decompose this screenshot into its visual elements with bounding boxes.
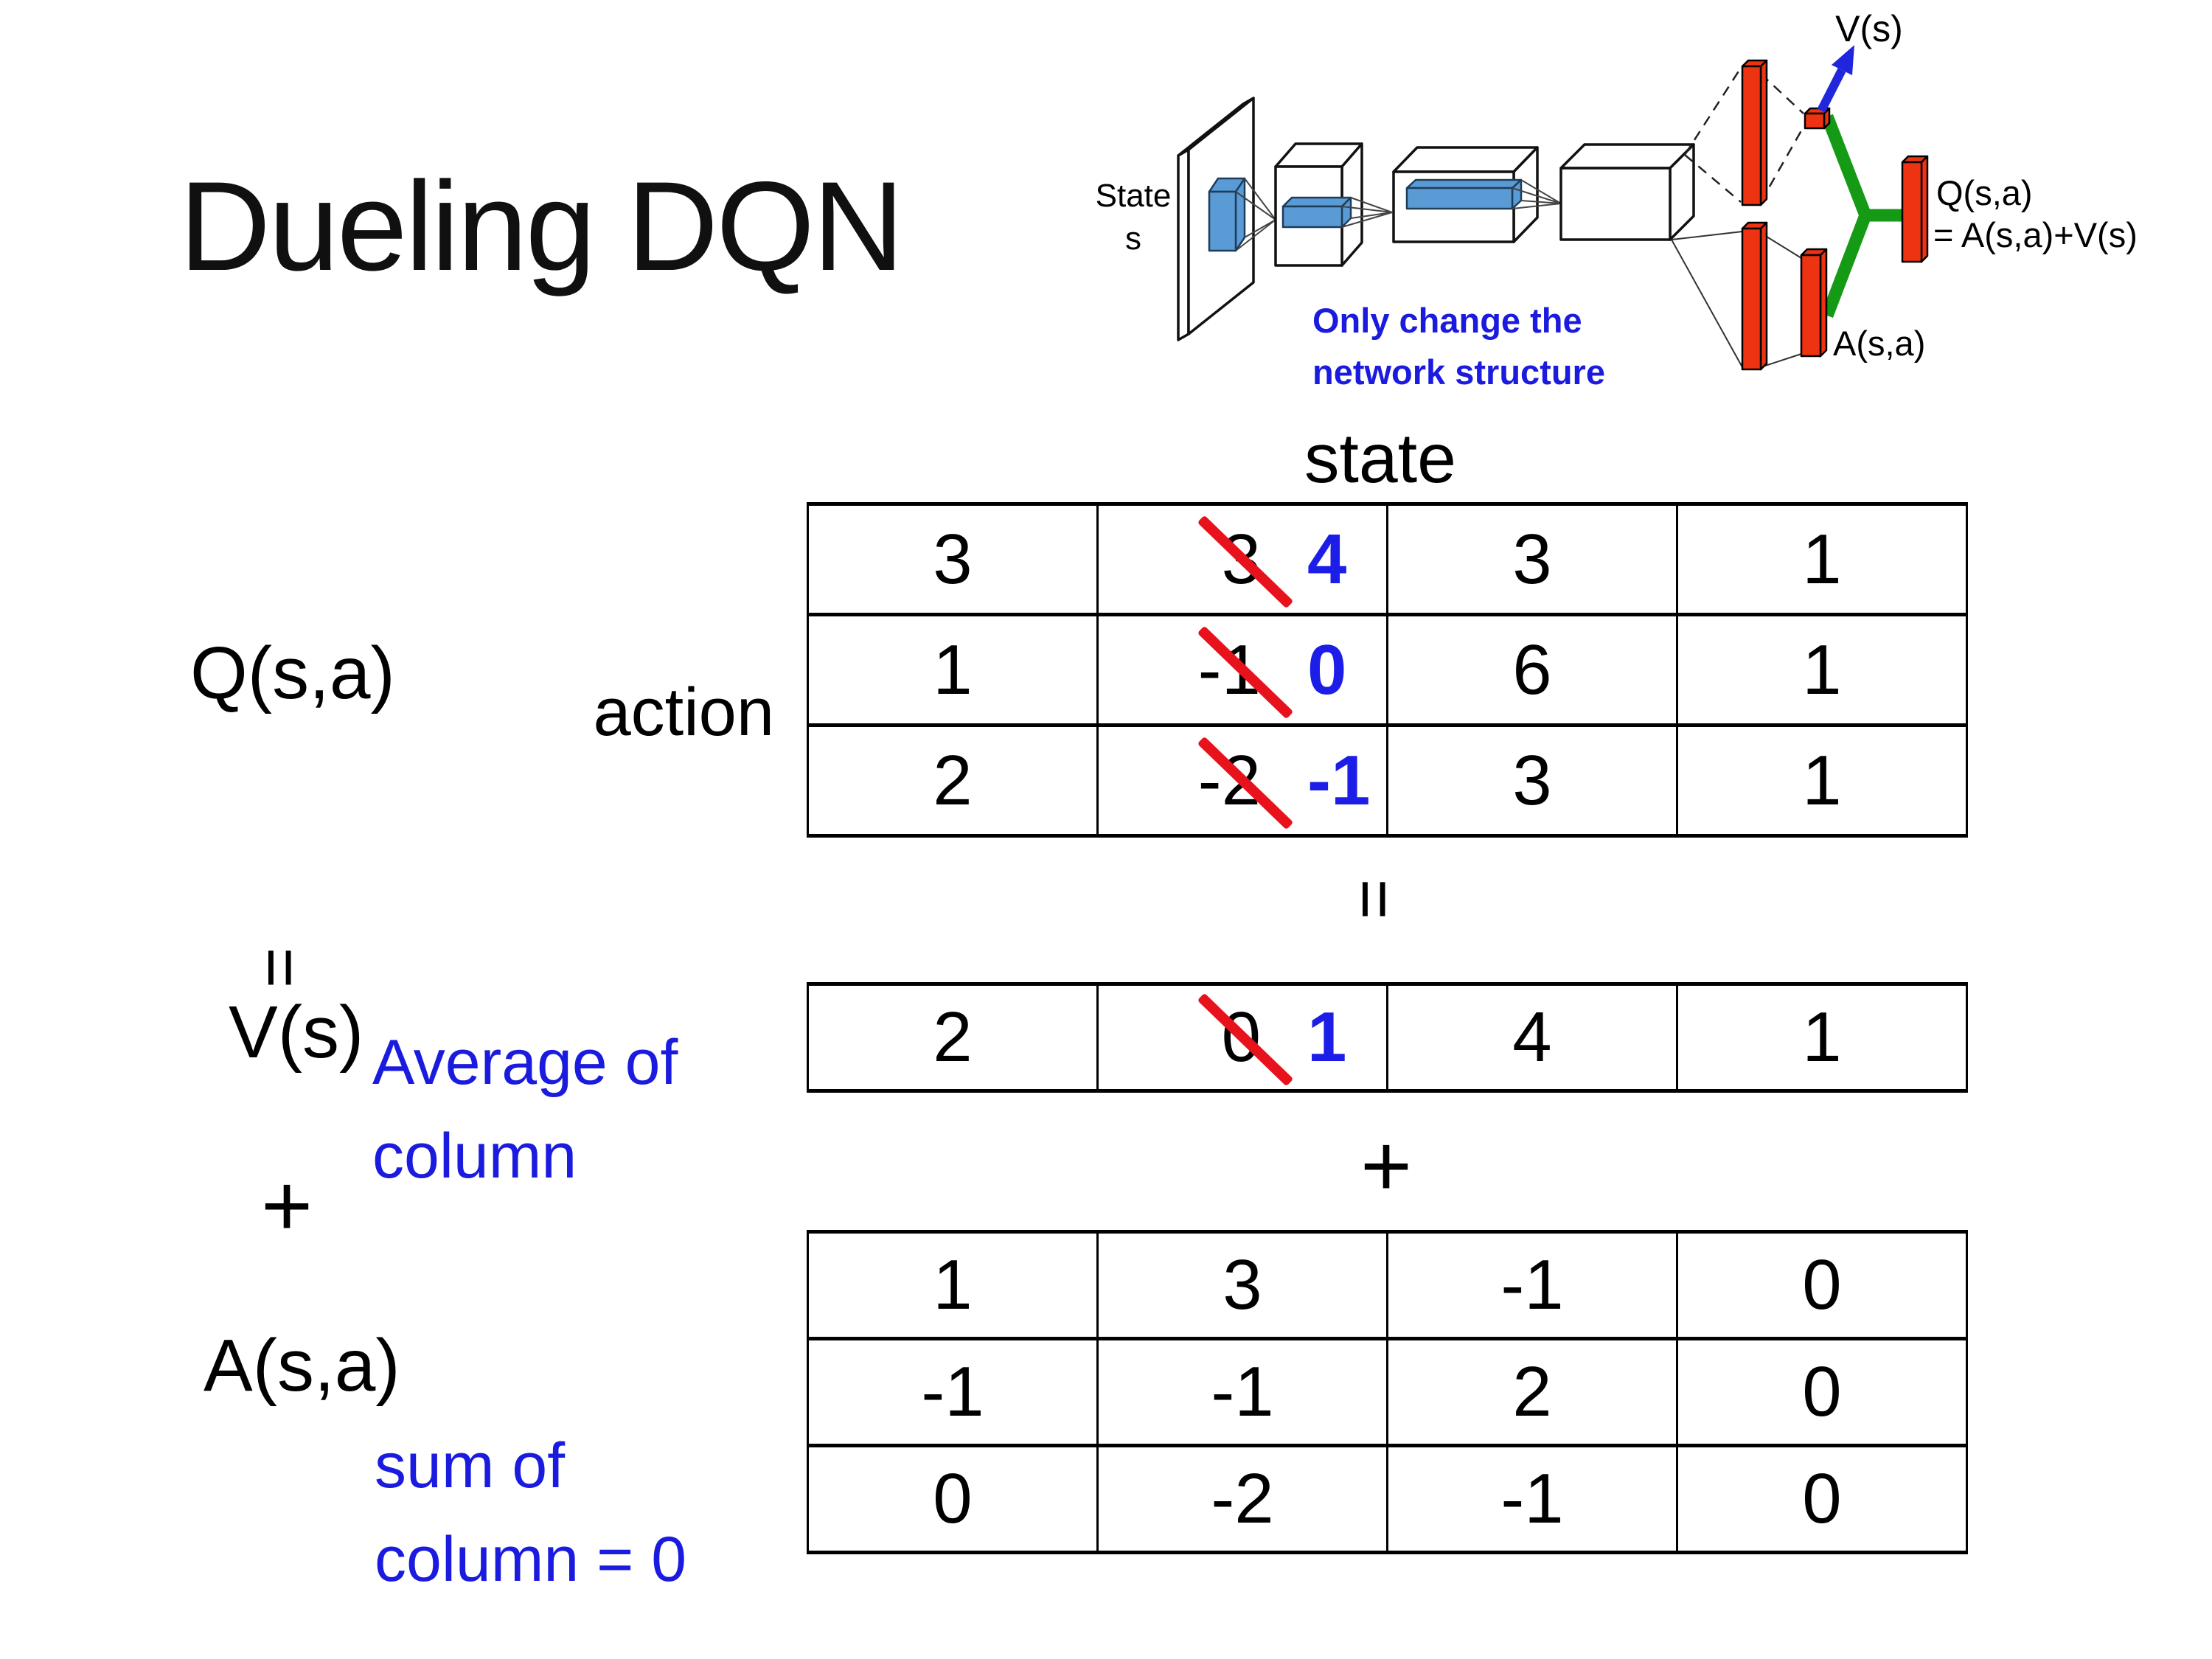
- table-row: -1 -1 2 0: [807, 1337, 1968, 1447]
- table-row: 2 -2 -1 3 1: [807, 723, 1968, 838]
- average-of-column-note: Average of column: [372, 1016, 678, 1204]
- table-row: 3 3 4 3 1: [807, 502, 1968, 616]
- page-title: Dueling DQN: [179, 156, 904, 297]
- a-cell: 0: [1676, 1230, 1968, 1340]
- a-cell: -1: [1386, 1444, 1678, 1554]
- a-cell: -2: [1096, 1444, 1388, 1554]
- average-note-line2: column: [372, 1121, 577, 1192]
- projection-lines-2: [1341, 197, 1393, 228]
- a-value-table: 1 3 -1 0 -1 -1 2 0 0 -2 -1 0: [807, 1230, 1968, 1554]
- q-cell: 3: [807, 502, 1099, 616]
- diagram-caption-line2: network structure: [1312, 352, 1605, 392]
- a-cell: -1: [807, 1337, 1099, 1447]
- state-axis-label: state: [1304, 420, 1456, 498]
- q-output-bar: [1901, 155, 1929, 263]
- a-function-label: A(s,a): [204, 1324, 400, 1407]
- equals-sign-middle: =: [1335, 878, 1414, 920]
- q-cell: 2: [807, 723, 1099, 838]
- diagram-v-label: V(s): [1835, 8, 1903, 49]
- v-scalar-box: [1804, 107, 1831, 130]
- a-cell: 0: [1676, 1444, 1968, 1554]
- q-cell: 6: [1386, 613, 1678, 727]
- q-cell: 3: [1386, 502, 1678, 616]
- q-cell-struck: 3 4: [1096, 502, 1388, 616]
- diagram-q-label: Q(s,a): [1936, 173, 2033, 212]
- a-stream-bar: [1741, 221, 1768, 371]
- diagram-q-formula: = A(s,a)+V(s): [1933, 215, 2138, 254]
- q-cell: 1: [807, 613, 1099, 727]
- q-cell-struck: -1 0: [1096, 613, 1388, 727]
- average-note-line1: Average of: [372, 1027, 678, 1098]
- fanout-solid-lines: [1671, 231, 1802, 368]
- projection-lines-3: [1512, 179, 1562, 209]
- v-cell: 4: [1386, 982, 1678, 1093]
- q-function-label: Q(s,a): [190, 632, 395, 714]
- merge-y-connector: [1821, 114, 1902, 319]
- table-row: 1 3 -1 0: [807, 1230, 1968, 1340]
- v-cell-struck: 0 1: [1096, 982, 1388, 1093]
- new-value: 0: [1307, 630, 1347, 709]
- v-cell: 1: [1676, 982, 1968, 1093]
- plus-sign-left: +: [260, 1156, 313, 1255]
- table-row: 2 0 1 4 1: [807, 982, 1968, 1093]
- q-cell: 1: [1676, 723, 1968, 838]
- diagram-a-label: A(s,a): [1833, 324, 1925, 363]
- table-row: 1 -1 0 6 1: [807, 613, 1968, 727]
- q-cell-struck: -2 -1: [1096, 723, 1388, 838]
- network-diagram: State s V(s) Q(s,a) = A(s,a)+V(s) A(s,a)…: [1096, 8, 2138, 392]
- fanout-dashed-lines: [1683, 67, 1805, 203]
- sum-note-line2: column = 0: [375, 1524, 687, 1596]
- table-row: 0 -2 -1 0: [807, 1444, 1968, 1554]
- q-cell: 3: [1386, 723, 1678, 838]
- a-cell: 0: [807, 1444, 1099, 1554]
- equals-sign-left: =: [241, 947, 320, 989]
- a-cell: 3: [1096, 1230, 1388, 1340]
- v-function-label: V(s): [229, 991, 364, 1074]
- q-cell: 1: [1676, 613, 1968, 727]
- v-cell: 2: [807, 982, 1099, 1093]
- q-cell: 1: [1676, 502, 1968, 616]
- new-value: 1: [1307, 998, 1347, 1077]
- v-arrow-icon: [1817, 45, 1854, 113]
- v-value-table: 2 0 1 4 1: [807, 982, 1968, 1093]
- new-value: 4: [1307, 519, 1347, 599]
- diagram-state-label-line2: s: [1125, 220, 1141, 257]
- a-cell: -1: [1096, 1337, 1388, 1447]
- diagram-state-label-line1: State: [1096, 178, 1172, 214]
- a-cell: 0: [1676, 1337, 1968, 1447]
- plus-sign-middle: +: [1360, 1116, 1413, 1215]
- a-cell: 2: [1386, 1337, 1678, 1447]
- a-cell: -1: [1386, 1230, 1678, 1340]
- a-vector-bar: [1800, 248, 1828, 358]
- diagram-caption-line1: Only change the: [1312, 301, 1582, 340]
- feature-slab-2: [1405, 178, 1523, 210]
- conv-filter-icon: [1208, 177, 1246, 252]
- q-value-table: 3 3 4 3 1 1 -1 0 6 1 2 -2 -1: [807, 502, 1968, 838]
- sum-of-column-note: sum of column = 0: [375, 1419, 686, 1607]
- action-axis-label: action: [593, 675, 775, 750]
- v-stream-bar: [1741, 59, 1768, 206]
- sum-note-line1: sum of: [375, 1430, 566, 1501]
- new-value: -1: [1307, 740, 1371, 820]
- projection-lines-1: [1235, 178, 1276, 251]
- a-cell: 1: [807, 1230, 1099, 1340]
- feature-slab-1: [1281, 196, 1352, 229]
- fc-box: [1559, 143, 1695, 241]
